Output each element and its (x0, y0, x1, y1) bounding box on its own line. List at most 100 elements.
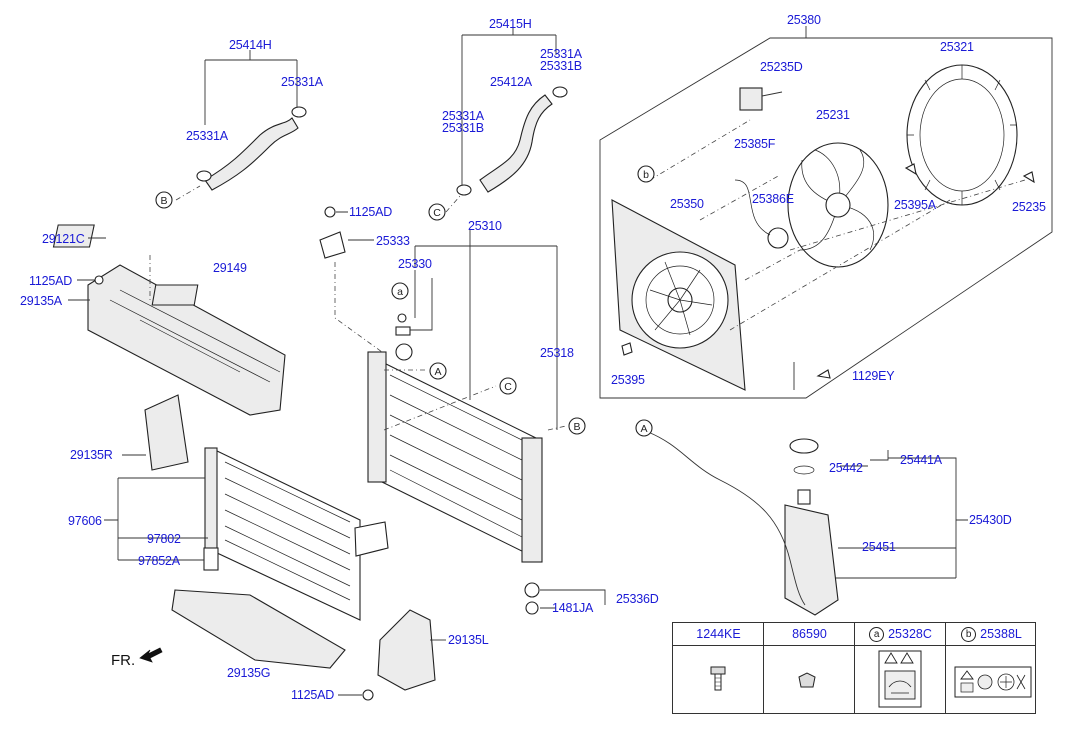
bolt-25395a (904, 163, 917, 176)
air-guide-pad (52, 224, 95, 248)
badge-b: b (961, 627, 977, 642)
caution-label-icon (878, 650, 922, 708)
label-29149: 29149 (213, 261, 247, 275)
label-1129ey: 1129EY (852, 369, 895, 383)
lower-hose (479, 94, 553, 193)
condenser-left-tank (204, 447, 218, 557)
label-25380: 25380 (787, 13, 821, 27)
mount-bracket-group (319, 206, 374, 259)
bolt-1125ad-left (94, 275, 104, 285)
hose-clamp-mid (552, 86, 568, 98)
callout-c-radiator (499, 377, 517, 395)
label-25451: 25451 (862, 540, 896, 554)
label-1125ad-mid: 1125AD (349, 205, 392, 219)
bolt-icon (710, 666, 726, 691)
callout-a-cap (391, 282, 409, 300)
bolt-1129ey (816, 369, 831, 379)
motor-connector (767, 227, 789, 249)
label-97852a: 97852A (138, 554, 181, 568)
label-29135l: 29135L (448, 633, 489, 647)
svg-text:B: B (160, 195, 167, 207)
label-25395a: 25395A (894, 198, 937, 212)
label-25385f: 25385F (734, 137, 776, 151)
label-25414h: 25414H (229, 38, 272, 52)
label-29135r: 29135R (70, 448, 113, 462)
lower-shield-group (171, 589, 446, 701)
condenser-group (104, 447, 389, 621)
label-25331a-mid: 25331A (540, 47, 583, 61)
radiator-core (377, 359, 541, 561)
reservoir-neck (797, 489, 811, 505)
o-ring (397, 313, 407, 323)
badge-a: a (869, 627, 885, 642)
callout-a-hose (635, 419, 653, 437)
label-29135a: 29135A (20, 294, 63, 308)
plug-seal (525, 601, 539, 615)
label-25350: 25350 (670, 197, 704, 211)
label-25235d: 25235D (760, 60, 803, 74)
svg-text:C: C (504, 381, 512, 393)
label-29121c: 29121C (42, 232, 85, 246)
radiator-cap-seal (395, 326, 411, 336)
resistor-block (739, 87, 763, 111)
lower-hose-group (445, 25, 568, 213)
label-1481ja: 1481JA (552, 601, 594, 615)
arrow-icon (139, 647, 163, 663)
label-25235: 25235 (1012, 200, 1046, 214)
air-guide-seal (151, 284, 199, 306)
radiator-group (334, 230, 606, 615)
radiator-cap (395, 343, 413, 361)
side-bracket-left (377, 609, 436, 691)
radiator-right-tank (521, 437, 543, 563)
svg-text:A: A (434, 366, 441, 378)
callout-c-top (428, 203, 446, 221)
reservoir-tank (784, 504, 839, 616)
air-guide-upper (87, 264, 286, 416)
label-25412a: 25412A (490, 75, 533, 89)
label-25441a: 25441A (900, 453, 943, 467)
table-header-86590: 86590 (792, 627, 827, 641)
label-25310: 25310 (468, 219, 502, 233)
callout-circles: B C b a A C B A (155, 165, 655, 437)
front-direction-label: FR. (111, 652, 136, 669)
front-direction-arrow (139, 647, 163, 663)
radiator-left-tank (367, 351, 387, 483)
svg-text:a: a (397, 286, 403, 298)
clip-icon (798, 672, 816, 688)
condenser-pipe (354, 521, 389, 557)
side-bracket-right (144, 394, 189, 471)
bolt-1125ad-mid (324, 206, 336, 218)
upper-hose-group (175, 50, 307, 201)
label-25321: 25321 (940, 40, 974, 54)
label-25415h: 25415H (489, 17, 532, 31)
fan-warning-label-icon (954, 666, 1032, 698)
hose-clamp-top (291, 106, 307, 118)
svg-text:b: b (643, 169, 649, 181)
label-25386e: 25386E (752, 192, 794, 206)
svg-text:C: C (433, 207, 441, 219)
callout-b-radiator (568, 417, 586, 435)
label-25333: 25333 (376, 234, 410, 248)
callout-b-fan (637, 165, 655, 183)
label-25331b-lower: 25331B (442, 121, 484, 135)
label-25331a-top: 25331A (281, 75, 324, 89)
overflow-hose (647, 431, 806, 606)
radiator-mount (319, 231, 346, 259)
reservoir-group (647, 431, 968, 616)
label-25330: 25330 (398, 257, 432, 271)
label-25318: 25318 (540, 346, 574, 360)
bolt-1125ad-bottom (362, 689, 374, 701)
label-25331b-mid: 25331B (540, 59, 582, 73)
label-25336d: 25336D (616, 592, 659, 606)
label-1125ad-bottom: 1125AD (291, 688, 334, 702)
callout-a-radiator (429, 362, 447, 380)
table-part-icons (710, 650, 1032, 708)
part-labels: 25414H 25331A 25331A 25415H 25331A 25331… (20, 13, 1046, 702)
upper-hose (204, 117, 299, 191)
label-25430d: 25430D (969, 513, 1012, 527)
